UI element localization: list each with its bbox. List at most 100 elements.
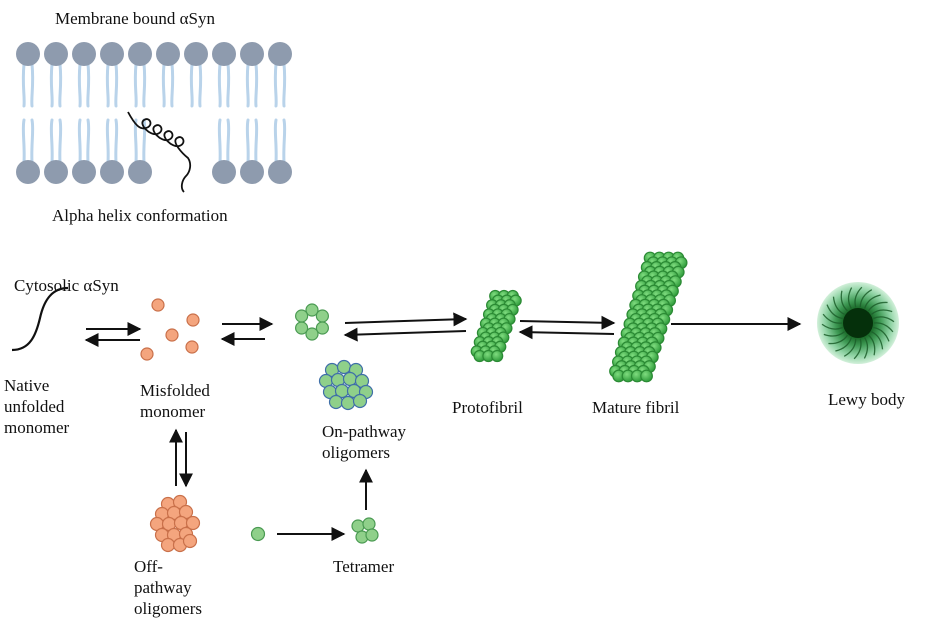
misfolded-monomer <box>185 340 199 354</box>
protofibril-icon <box>470 289 522 363</box>
lewy-filament <box>835 337 852 352</box>
arrow-protofibril-to-fibril <box>519 315 616 330</box>
lipid-head <box>212 42 236 66</box>
tetramer-icon <box>351 517 379 544</box>
lipid-head <box>100 160 124 184</box>
lipid-head <box>268 42 292 66</box>
mature-fibril-icon <box>609 251 688 383</box>
lewy-filament <box>873 322 894 333</box>
lewy-filament <box>854 286 863 308</box>
tetramer-subunit <box>351 519 365 533</box>
lewy-filament <box>864 294 881 309</box>
lewy-filament <box>873 316 895 323</box>
off-pathway-oligomer-icon <box>149 494 201 553</box>
lipid-tail <box>273 118 287 164</box>
lipid-tail <box>273 62 287 108</box>
lipid-tail <box>245 62 259 108</box>
off-pathway-subunit <box>160 537 176 553</box>
lipid-tail <box>77 118 91 164</box>
lipid-head <box>268 160 292 184</box>
lewy-filament <box>847 287 853 309</box>
fibril-subunit <box>640 369 653 383</box>
ring-subunit <box>315 321 329 335</box>
off-pathway-subunit <box>182 533 198 549</box>
lipid-head <box>128 160 152 184</box>
lipid-head <box>44 42 68 66</box>
on-pathway-subunit <box>328 394 344 410</box>
tetramer-subunit <box>362 517 376 531</box>
lipid-tail <box>245 118 259 164</box>
protofibril-subunit <box>491 349 504 363</box>
lewy-filament <box>823 331 845 337</box>
on-pathway-label: On-pathway oligomers <box>322 422 407 462</box>
lipid-tail <box>105 62 119 108</box>
lipid-head <box>16 160 40 184</box>
on-pathway-subunit <box>352 393 368 409</box>
alpha-helix-icon <box>127 111 192 193</box>
on-pathway-oligomer-icon <box>318 359 374 411</box>
ring-subunit <box>305 327 319 341</box>
lewy-filament <box>868 334 876 356</box>
lipid-tail <box>217 62 231 108</box>
helix-caption: Alpha helix conformation <box>52 206 228 225</box>
lewy-filament <box>832 296 845 315</box>
lipid-tail <box>77 62 91 108</box>
lewy-filament <box>859 289 873 308</box>
ring-subunit <box>305 303 319 317</box>
cytosolic-label: Cytosolic αSyn <box>14 276 119 295</box>
lipid-head <box>156 42 180 66</box>
lewy-filament <box>871 331 884 350</box>
mature-fibril-label: Mature fibril <box>592 398 680 417</box>
lewy-filament <box>828 334 849 345</box>
lipid-tail <box>217 118 231 164</box>
lipid-tail <box>49 118 63 164</box>
lipid-head <box>212 160 236 184</box>
lewy-filament <box>822 313 843 324</box>
lipid-tail <box>49 62 63 108</box>
lewy-body-label: Lewy body <box>828 390 905 409</box>
lipid-head <box>128 42 152 66</box>
lipid-head <box>184 42 208 66</box>
lipid-tail <box>21 118 35 164</box>
misfolded-monomer <box>151 298 165 312</box>
lipid-head <box>100 42 124 66</box>
lewy-body-icon <box>817 282 899 364</box>
single-monomer-icon <box>250 526 266 542</box>
native-monomer-label: Native unfolded monomer <box>4 376 70 437</box>
lipid-tail <box>21 62 35 108</box>
lipid-head <box>16 42 40 66</box>
lewy-filament <box>867 301 888 312</box>
misfolded-monomer-label: Misfolded monomer <box>140 381 210 421</box>
lipid-tail <box>189 62 203 108</box>
lipid-head <box>240 160 264 184</box>
ring-subunit <box>295 321 309 335</box>
misfolded-monomer <box>165 328 179 342</box>
reaction-arrows <box>84 312 802 541</box>
lipid-head <box>44 160 68 184</box>
ring-subunit <box>315 309 329 323</box>
lipid-head <box>72 160 96 184</box>
lewy-filament <box>821 323 843 330</box>
lewy-filament <box>853 338 862 360</box>
lewy-filament <box>840 290 848 312</box>
off-pathway-label: Off- pathway oligomers <box>134 557 202 618</box>
on-pathway-subunit <box>342 371 358 387</box>
misfolded-monomer <box>140 347 154 361</box>
arrow-protofibril-to-ring <box>343 327 467 342</box>
tetramer-subunit <box>365 528 379 542</box>
membrane-title: Membrane bound αSyn <box>55 9 215 28</box>
lipid-head <box>240 42 264 66</box>
lipid-tail <box>133 62 147 108</box>
protofibril-label: Protofibril <box>452 398 523 417</box>
misfolded-monomer-icon <box>140 298 200 361</box>
misfolded-monomer <box>186 313 200 327</box>
lipid-tail <box>105 118 119 164</box>
ring-subunit <box>295 309 309 323</box>
lipid-tail <box>161 62 175 108</box>
tetramer-label: Tetramer <box>333 557 395 576</box>
lewy-filament <box>826 304 843 320</box>
lewy-filament <box>863 337 869 359</box>
unfolded-monomer-icon <box>11 286 69 352</box>
on-pathway-subunit <box>336 359 352 375</box>
